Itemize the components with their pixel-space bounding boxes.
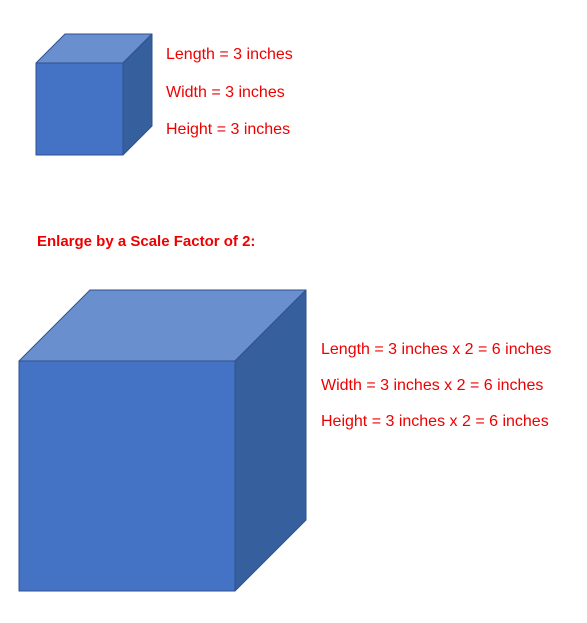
large-cube-width-label: Width = 3 inches x 2 = 6 inches — [321, 377, 544, 394]
large-cube-height-label: Height = 3 inches x 2 = 6 inches — [321, 413, 549, 430]
large-cube-length-label: Length = 3 inches x 2 = 6 inches — [321, 341, 552, 358]
large-cube-front-face — [18, 360, 236, 592]
scale-factor-heading: Enlarge by a Scale Factor of 2: — [37, 233, 256, 250]
small-cube-height-label: Height = 3 inches — [166, 121, 291, 138]
small-cube-width-label: Width = 3 inches — [166, 84, 285, 101]
small-cube-front-face — [35, 62, 124, 156]
small-cube-length-label: Length = 3 inches — [166, 46, 293, 63]
